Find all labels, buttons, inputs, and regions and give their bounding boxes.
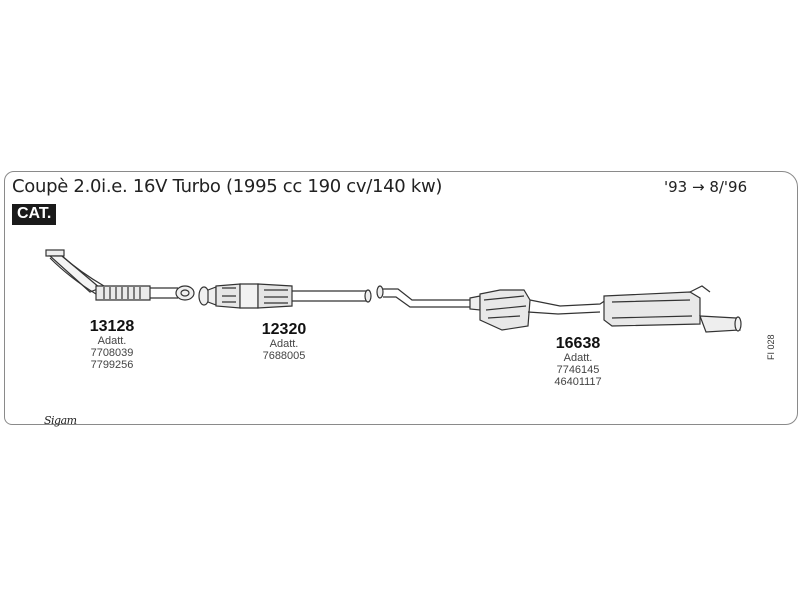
front-downpipe-part [45, 249, 195, 301]
year-range: '93 → 8/'96 [664, 178, 748, 196]
sigam-logo: Sigam [44, 414, 77, 427]
part-number: 12320 [261, 321, 307, 338]
diagram-title: Coupè 2.0i.e. 16V Turbo (1995 cc 190 cv/… [12, 176, 443, 197]
part-ref: 7708039 [90, 347, 134, 359]
part-ref: 46401117 [554, 376, 602, 388]
part-label-12320: 12320 Adatt. 7688005 [246, 321, 322, 362]
part-number: 13128 [89, 318, 135, 335]
part-label-16638: 16638 Adatt. 7746145 46401117 [538, 335, 618, 388]
part-ref: 7799256 [90, 359, 134, 371]
part-label-13128: 13128 Adatt. 7708039 7799256 [76, 318, 148, 371]
rear-silencer-part [376, 285, 742, 333]
part-adapter-label: Adatt. [97, 335, 127, 347]
sheet-code: FI 028 [766, 334, 776, 360]
part-adapter-label: Adatt. [269, 338, 299, 350]
logo-text: Sigam [44, 414, 77, 427]
cat-badge: CAT. [12, 204, 57, 225]
catalytic-converter-part [198, 283, 372, 309]
part-adapter-label: Adatt. [563, 352, 593, 364]
part-ref: 7688005 [262, 350, 306, 362]
part-number: 16638 [555, 335, 601, 352]
part-ref: 7746145 [556, 364, 600, 376]
